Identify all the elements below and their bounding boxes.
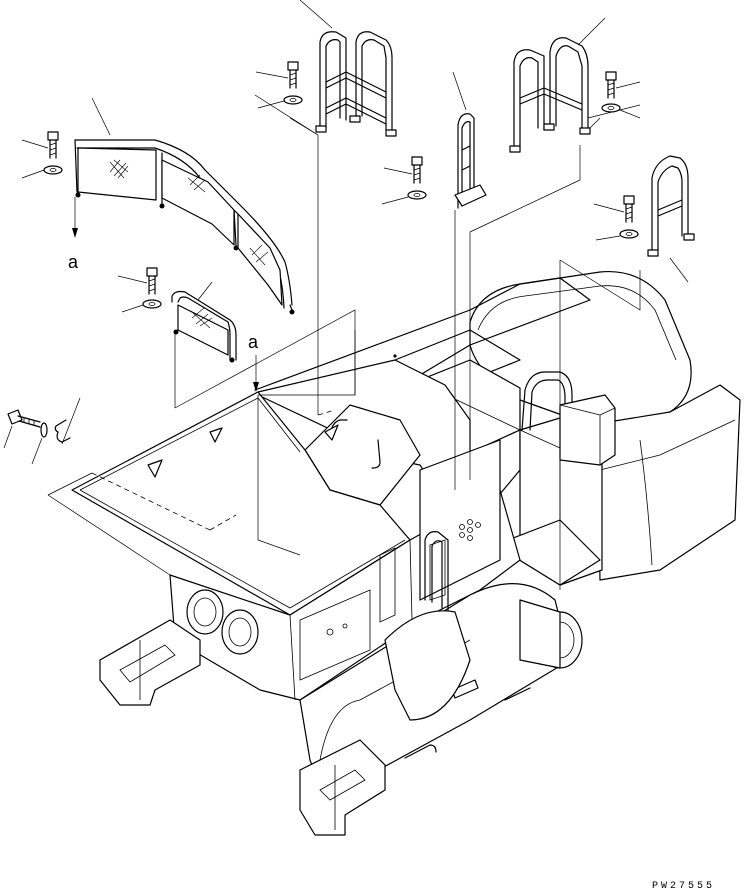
bolt-washer-center [381,156,427,205]
handrail-vertical [452,71,487,209]
bolt-washer-right [593,195,639,241]
vent-holes [459,519,481,541]
assembly-frames [47,94,641,590]
handrail-guard-left [72,97,295,315]
lower-deck [494,519,601,586]
bolt-washer-top [255,61,303,109]
center-body [384,610,471,721]
fan-left [186,589,224,635]
handrail-top-right [509,17,606,153]
body-handrail [521,371,573,441]
bolt-washer-top-right [601,71,641,119]
fan-right [221,609,259,655]
bolt-washer-left [21,131,63,179]
reference-label-a-left: a [68,252,79,272]
machine-frame [71,270,741,836]
mesh-guard-small [171,281,237,363]
drawing-code: PW27555 [652,881,715,892]
handrail-top-left [299,0,397,137]
ref-arrow-center [253,355,259,392]
front-handrail [424,531,449,611]
channel-bottom [299,739,386,836]
channel-left [99,619,201,706]
bolt-washer-mid [117,267,162,313]
reference-label-a-center: a [248,332,259,352]
battery-box [559,394,616,466]
handrail-right [647,155,695,283]
bolt-clip-left [3,397,81,465]
